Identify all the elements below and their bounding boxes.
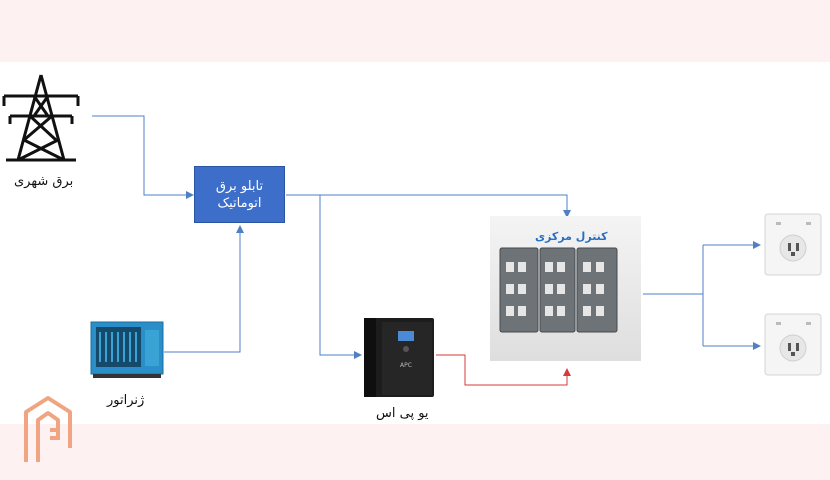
socket-icon: [764, 313, 822, 376]
connector-ups-to-control: [436, 354, 571, 386]
connector-generator-to-ats: [164, 225, 244, 353]
ats-label-line2: اتوماتیک: [217, 195, 262, 211]
central-control-title: کنترل مرکزی: [535, 230, 608, 243]
brand-logo-icon: [24, 396, 72, 462]
connector-ats-to-ups: [319, 195, 362, 359]
control-panel-icon: [490, 216, 641, 361]
ups-label: یو پی اس: [376, 406, 429, 421]
ats-label-line1: تابلو برق: [215, 178, 264, 194]
pylon-icon: [2, 74, 80, 162]
grid-label: برق شهری: [14, 174, 74, 189]
socket-icon: [764, 213, 822, 276]
ups-icon: [364, 318, 434, 397]
ats-panel-box: تابلو برق اتوماتیک: [194, 166, 285, 223]
generator-icon: [90, 321, 164, 378]
connector-ats-to-control: [286, 194, 571, 218]
ups-brand-text: APC: [400, 362, 412, 369]
connector-control-to-sockets: [643, 241, 761, 350]
generator-label: ژنراتور: [107, 393, 145, 408]
connector-grid-to-ats: [92, 115, 194, 199]
